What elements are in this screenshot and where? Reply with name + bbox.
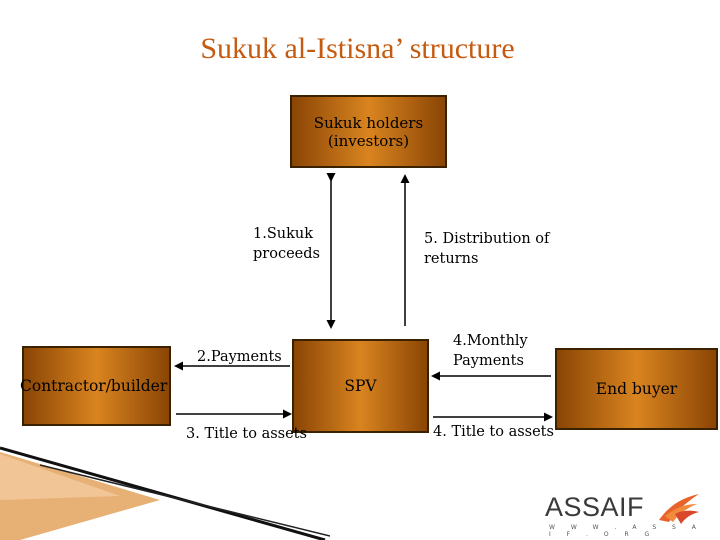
contractor-box: Contractor/builder — [20, 346, 171, 426]
logo-subtitle: W W W . A S S A I F . O R G — [549, 524, 703, 538]
end-buyer-box: End buyer — [555, 348, 718, 430]
spv-label: SPV — [344, 376, 377, 395]
assaif-logo: ASSAIF W W W . A S S A I F . O R G — [545, 490, 710, 538]
logo-mark-icon — [659, 494, 699, 524]
title-assets-right-label: 4. Title to assets — [433, 424, 554, 440]
distribution-label: 5. Distribution of returns — [424, 231, 550, 267]
sukuk-proceeds-label: 1.Sukuk proceeds — [253, 226, 320, 262]
sukuk-holders-box: Sukuk holders (investors) — [290, 95, 447, 168]
spv-box: SPV — [292, 339, 429, 433]
contractor-label: Contractor/builder — [20, 376, 168, 395]
payments-label: 2.Payments — [197, 349, 282, 365]
decorative-swoosh — [0, 446, 330, 540]
logo-text: ASSAIF — [545, 492, 645, 522]
end-buyer-label: End buyer — [595, 379, 678, 398]
sukuk-holders-label: Sukuk holders (investors) — [313, 113, 424, 150]
title-assets-left-label: 3. Title to assets — [186, 426, 307, 442]
monthly-payments-label: 4.Monthly Payments — [453, 333, 528, 369]
page-title: Sukuk al-Istisna’ structure — [200, 32, 515, 65]
